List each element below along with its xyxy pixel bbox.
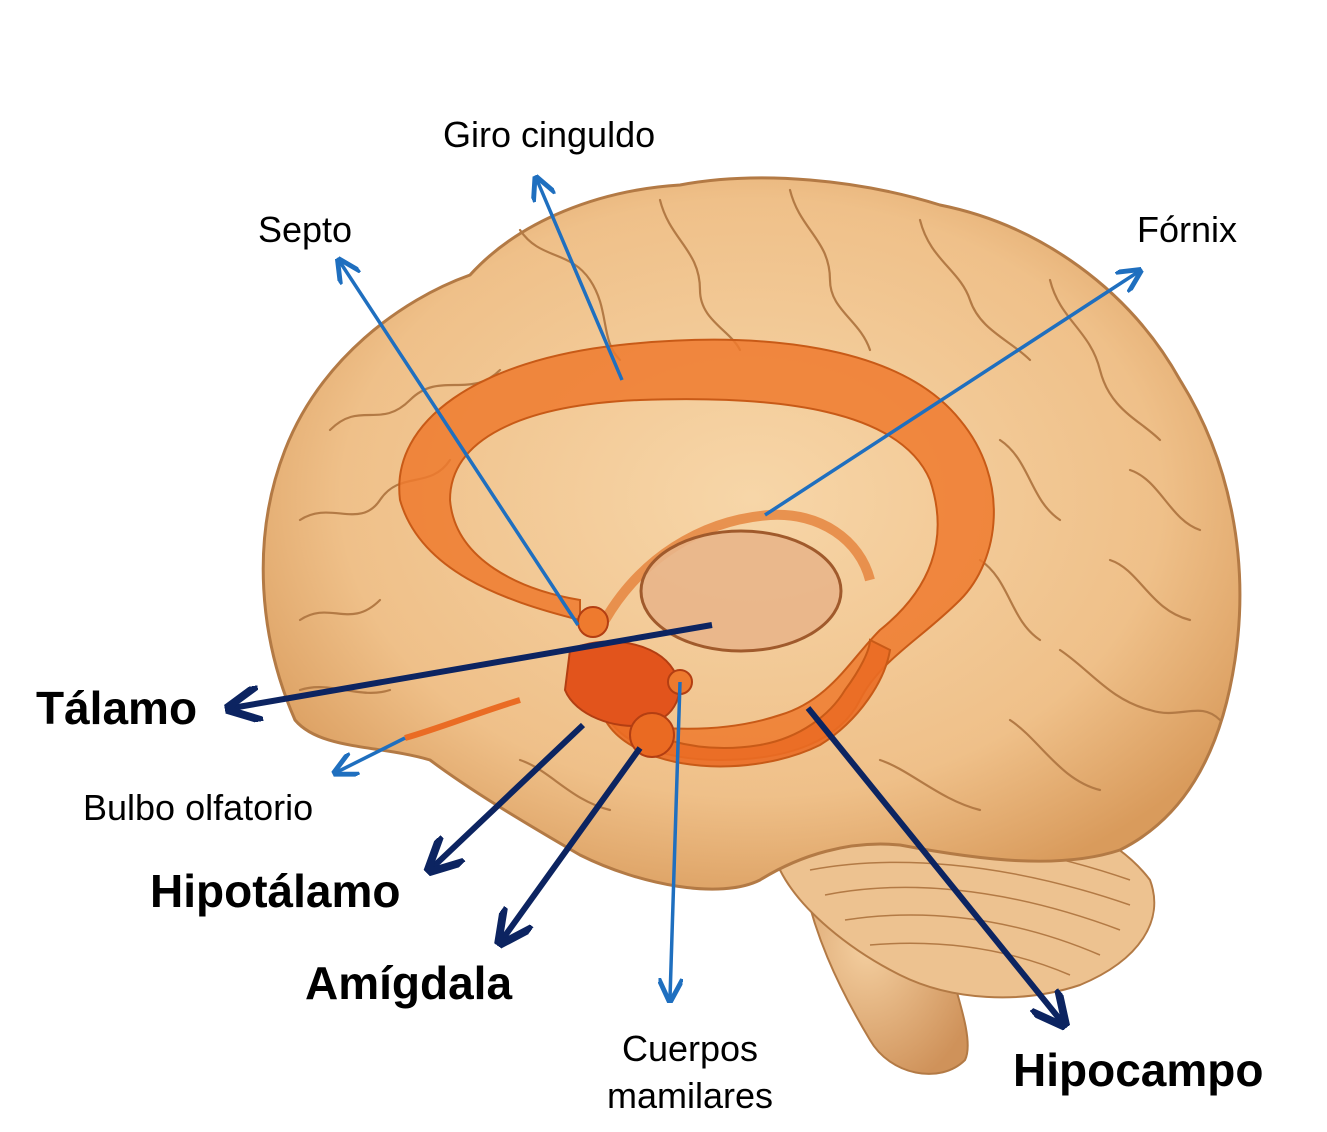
arrow-cuerpos-mamilares [670, 681, 680, 998]
gyri-texture [298, 188, 1222, 812]
label-giro-cingulado: Giro cinguldo [443, 114, 656, 155]
amygdala-node [629, 712, 675, 758]
label-cuerpos-line2: mamilares [606, 1074, 774, 1116]
septum-node [577, 606, 609, 638]
label-talamo: Tálamo [36, 682, 198, 734]
label-fornix: Fórnix [1137, 209, 1238, 250]
label-cuerpos-mamilares: Cuerpos mamilares [590, 1026, 790, 1120]
label-amigdala: Amígdala [305, 957, 513, 1009]
fornix-arch [600, 509, 875, 623]
thin-arrows [337, 180, 1138, 998]
arrow-bulbo-olfatorio [337, 736, 406, 772]
label-cuerpos-line1: Cuerpos [621, 1028, 759, 1069]
arrow-amigdala [502, 746, 643, 940]
arrow-hipotalamo [432, 722, 586, 868]
arrow-hipocampo [805, 706, 1062, 1022]
label-bulbo-olfatorio: Bulbo olfatorio [83, 787, 314, 828]
label-hipotalamo: Hipotálamo [150, 865, 401, 917]
label-hipocampo: Hipocampo [1013, 1044, 1264, 1096]
thick-arrows [232, 622, 1062, 1022]
arrow-talamo [232, 622, 713, 708]
arrow-giro-cingulado [537, 180, 624, 381]
arrow-fornix [764, 272, 1138, 517]
arrow-septo [340, 262, 580, 626]
label-septo: Septo [258, 209, 353, 250]
thalamus-ellipse [639, 529, 843, 653]
